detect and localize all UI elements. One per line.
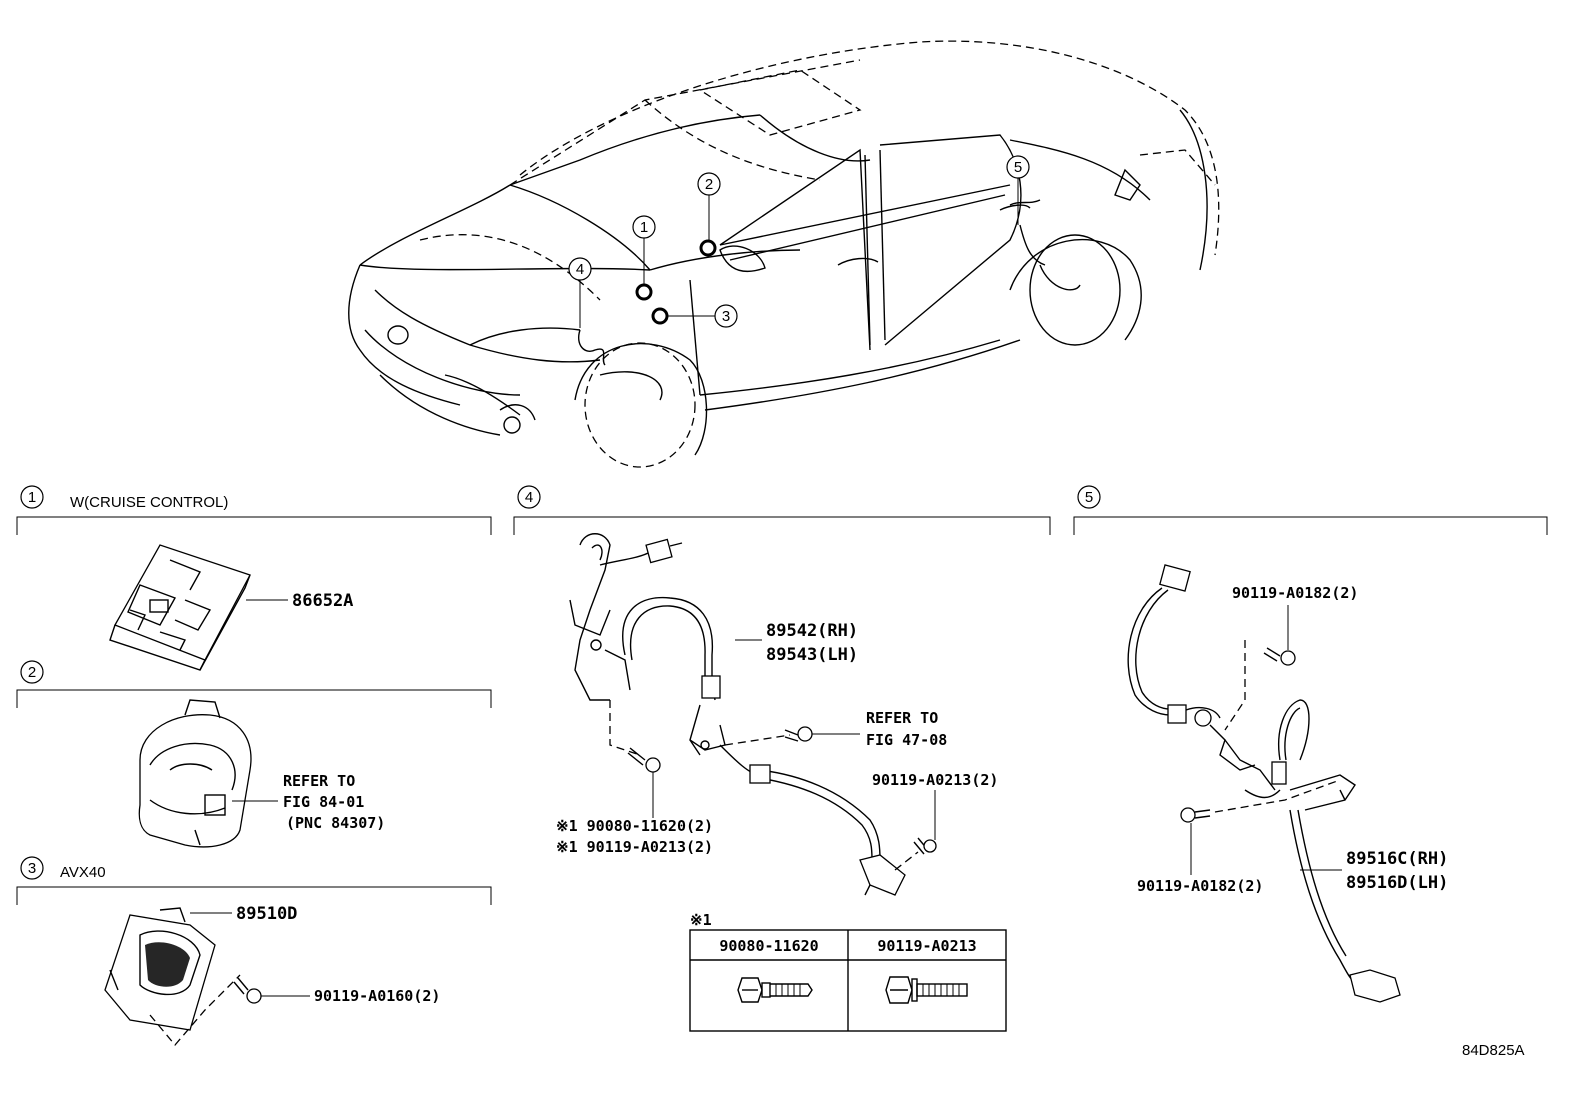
- svg-text:2: 2: [705, 176, 713, 193]
- svg-text:4: 4: [576, 261, 584, 278]
- label-refer-84-01-line3: (PNC 84307): [286, 814, 385, 832]
- svg-text:W(CRUISE CONTROL): W(CRUISE CONTROL): [70, 494, 228, 511]
- label-90119-A0182-top: 90119-A0182(2): [1232, 584, 1358, 602]
- car-callout-5: 5: [1006, 155, 1030, 225]
- label-90119-A0213-right: 90119-A0213(2): [872, 771, 998, 789]
- svg-text:4: 4: [525, 489, 533, 506]
- car-callout-1: 1: [632, 215, 656, 284]
- label-refer-47-08-line1: REFER TO: [866, 709, 938, 727]
- car-illustration: [348, 40, 1220, 468]
- bolt-90119-A0182-bottom: [1180, 807, 1211, 823]
- part-86652A-module: [109, 544, 251, 671]
- label-refer-84-01-line2: FIG 84-01: [283, 793, 364, 811]
- label-note-line2: ※1 90119-A0213(2): [556, 838, 713, 856]
- bolt-90119-A0213: [913, 837, 937, 855]
- label-90119-A0160: 90119-A0160(2): [314, 987, 440, 1005]
- bolt-90119-A0213-drawing: [885, 976, 968, 1004]
- section-2-header: 2: [16, 660, 492, 708]
- label-refer-84-01-line1: REFER TO: [283, 772, 355, 790]
- section-5-header: 5: [1073, 485, 1548, 535]
- svg-text:3: 3: [722, 308, 730, 325]
- label-90119-A0182-bottom: 90119-A0182(2): [1137, 877, 1263, 895]
- svg-text:3: 3: [28, 860, 36, 877]
- bolt-90119-A0182-top: [1263, 647, 1296, 666]
- bolt-table-header-2: 90119-A0213: [877, 937, 976, 955]
- drawing-code: 84D825A: [1462, 1042, 1525, 1059]
- bolt-table: ※1 90080-11620 90119-A0213: [689, 911, 1007, 1032]
- label-note-line1: ※1 90080-11620(2): [556, 817, 713, 835]
- car-callout-4: 4: [568, 257, 592, 328]
- section-1-header: 1 W(CRUISE CONTROL): [16, 485, 492, 535]
- section-4-header: 4: [513, 485, 1051, 535]
- bolt-90080-11620-drawing: [737, 977, 813, 1003]
- part-89510D-sensor: [104, 907, 241, 1047]
- svg-text:5: 5: [1014, 159, 1022, 176]
- bolt-table-header-1: 90080-11620: [719, 937, 818, 955]
- svg-text:5: 5: [1085, 489, 1093, 506]
- label-89543: 89543(LH): [766, 645, 858, 665]
- svg-text:AVX40: AVX40: [60, 864, 106, 881]
- label-refer-47-08-line2: FIG 47-08: [866, 731, 947, 749]
- label-89516C: 89516C(RH): [1346, 849, 1448, 869]
- label-89510D: 89510D: [236, 904, 297, 924]
- bolt-table-mark: ※1: [690, 911, 712, 929]
- part-spiral-cable: [138, 699, 252, 848]
- part-front-speed-sensor: [569, 533, 906, 896]
- svg-text:1: 1: [28, 489, 36, 506]
- bolt-90080-11620: [627, 747, 661, 773]
- svg-text:1: 1: [640, 219, 648, 236]
- bolt-refer-47-08: [784, 726, 813, 742]
- label-89542: 89542(RH): [766, 621, 858, 641]
- label-86652A: 86652A: [292, 591, 353, 611]
- car-callout-3: 3: [668, 304, 738, 328]
- part-rear-speed-sensor: [1127, 564, 1401, 1003]
- label-89516D: 89516D(LH): [1346, 873, 1448, 893]
- bolt-90119-A0160: [233, 977, 262, 1004]
- svg-text:2: 2: [28, 664, 36, 681]
- section-3-header: 3 AVX40: [16, 856, 492, 905]
- car-callout-2: 2: [697, 172, 721, 240]
